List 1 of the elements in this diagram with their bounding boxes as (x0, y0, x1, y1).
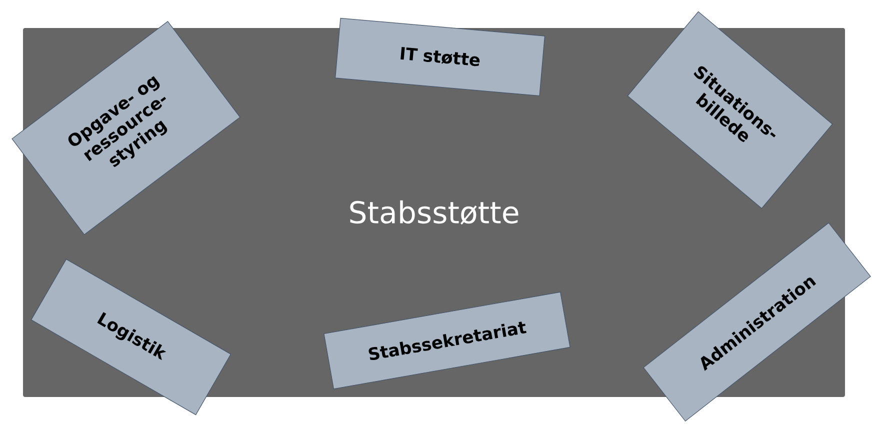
label-box: IT støtte (334, 18, 546, 96)
